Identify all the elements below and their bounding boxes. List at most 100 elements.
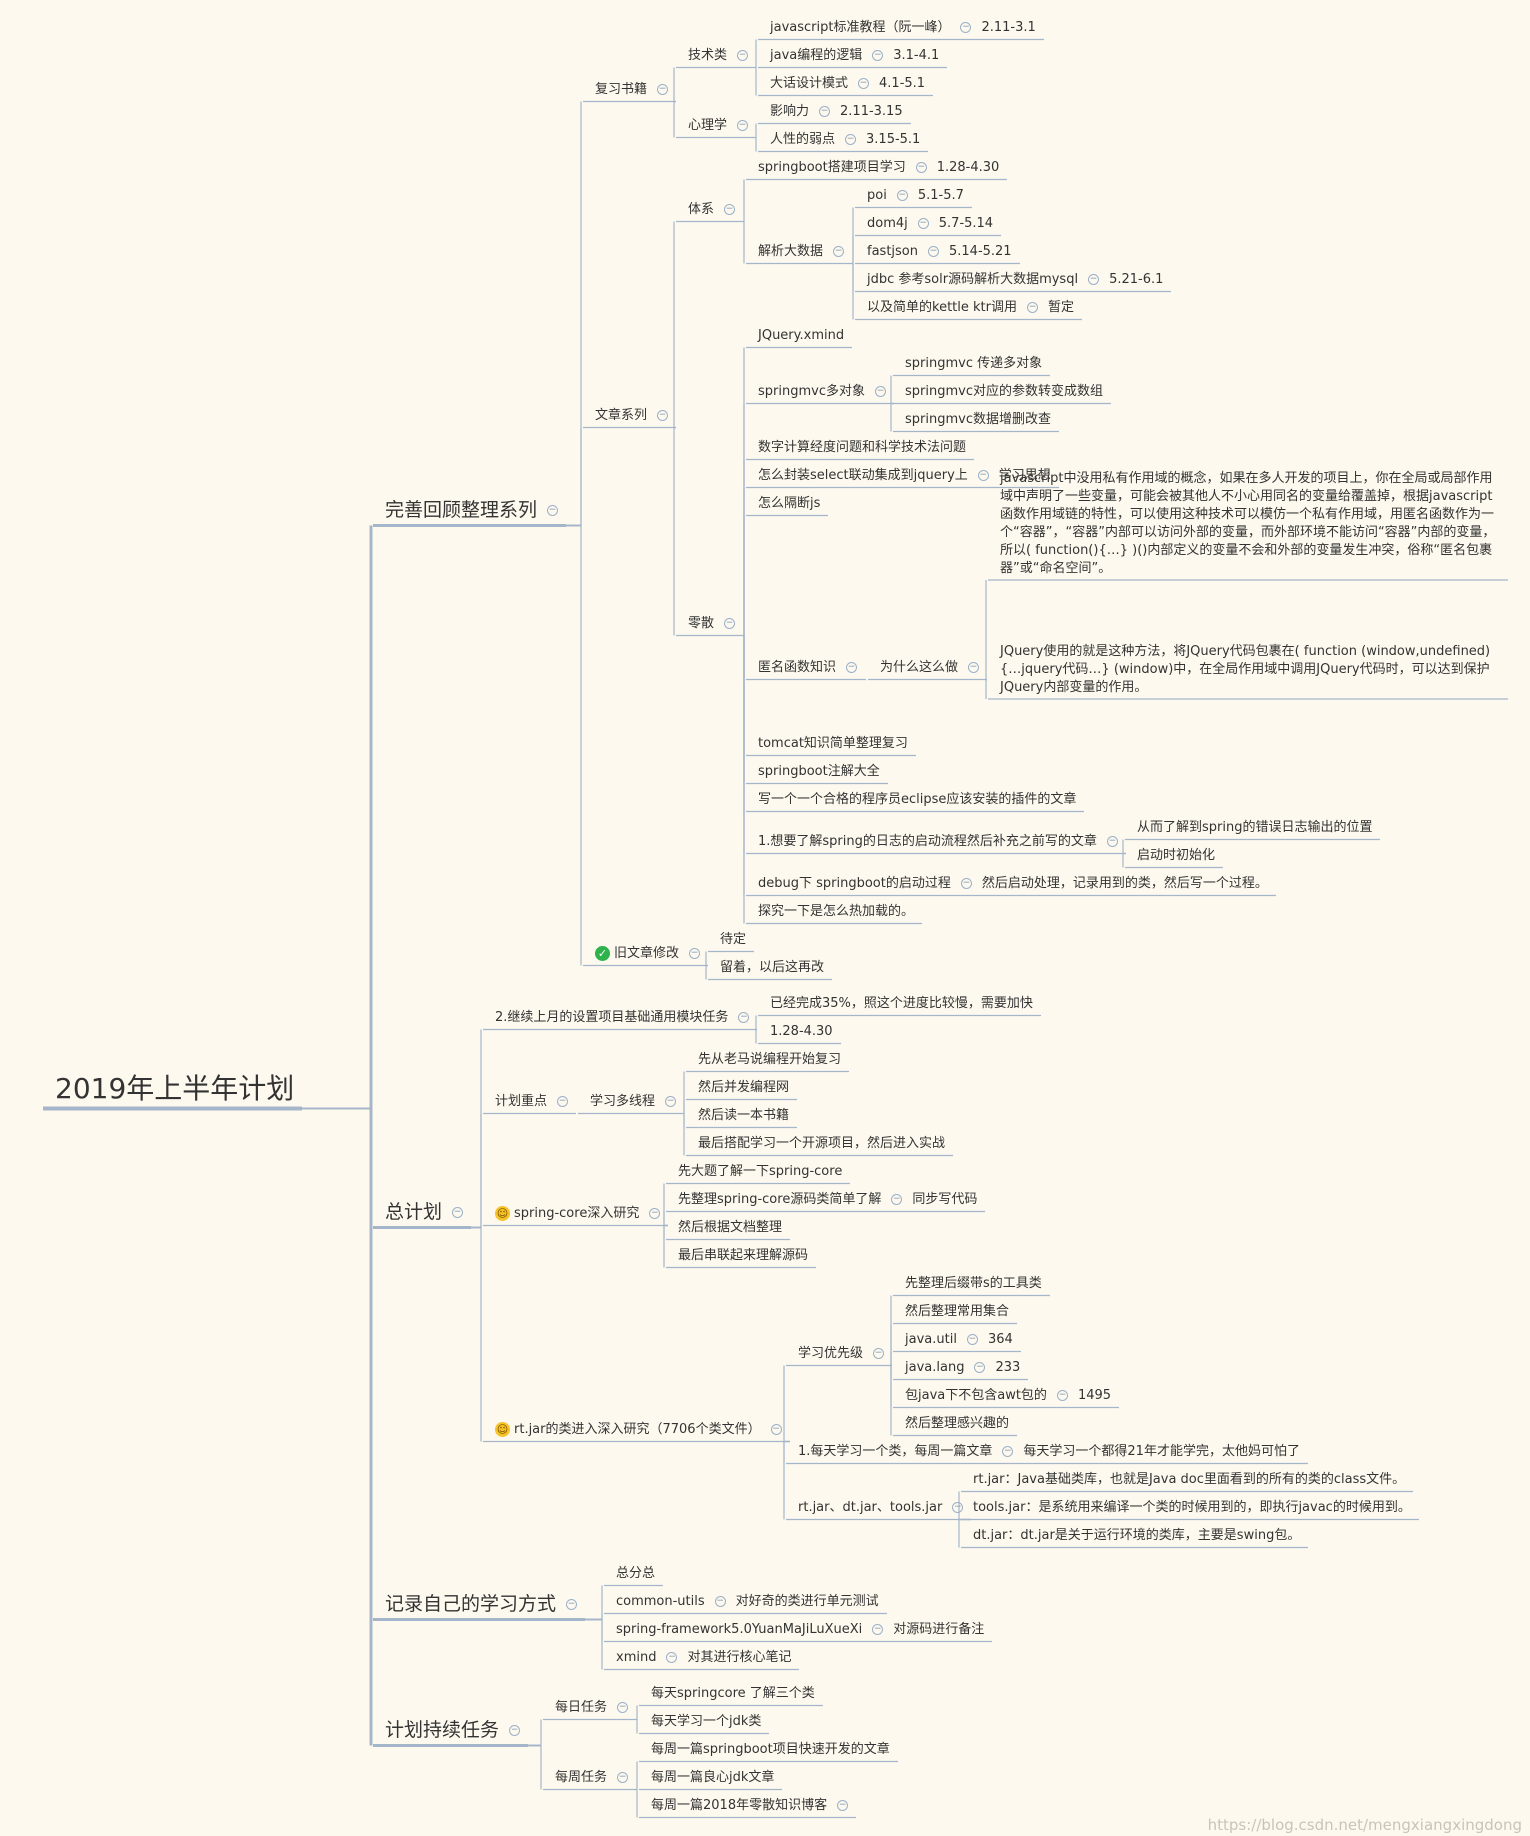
node-r3[interactable]: spring-framework5.0YuanMaJiLuXueXi−对源码进行… xyxy=(616,1621,984,1640)
collapse-toggle-icon[interactable]: − xyxy=(960,878,972,889)
node-t4a5[interactable]: 包java下不包含awt包的−1495 xyxy=(905,1387,1111,1406)
node-p3[interactable]: fastjson−5.14-5.21 xyxy=(867,243,1012,262)
node-s2[interactable]: 零散− xyxy=(688,615,736,634)
collapse-toggle-icon[interactable]: − xyxy=(566,1598,578,1610)
node-z12[interactable]: 探究一下是怎么热加载的。 xyxy=(758,903,914,922)
node-z6a2[interactable]: JQuery使用的就是这种方法，将JQuery代码包裹在( function (… xyxy=(1000,643,1500,697)
node-t2a4[interactable]: 最后搭配学习一个开源项目，然后进入实战 xyxy=(698,1135,945,1154)
node-t4c2[interactable]: tools.jar：是系统用来编译一个类的时候用到的，即执行javac的时候用到… xyxy=(973,1499,1411,1518)
node-t4a1[interactable]: 先整理后缀带s的工具类 xyxy=(905,1275,1042,1294)
node-p2[interactable]: dom4j−5.7-5.14 xyxy=(867,215,993,234)
node-p1[interactable]: poi−5.1-5.7 xyxy=(867,187,964,206)
node-m1c[interactable]: ✓旧文章修改− xyxy=(595,945,701,964)
node-z4[interactable]: 怎么封装select联动集成到jquery上−学习思想 xyxy=(758,467,1051,486)
collapse-toggle-icon[interactable]: − xyxy=(1106,836,1118,847)
collapse-toggle-icon[interactable]: − xyxy=(837,1800,849,1811)
collapse-toggle-icon[interactable]: − xyxy=(714,1596,726,1607)
node-z8[interactable]: springboot注解大全 xyxy=(758,763,880,782)
node-p4[interactable]: jdbc 参考solr源码解析大数据mysql−5.21-6.1 xyxy=(867,271,1163,290)
collapse-toggle-icon[interactable]: − xyxy=(452,1206,464,1218)
collapse-toggle-icon[interactable]: − xyxy=(977,470,989,481)
collapse-toggle-icon[interactable]: − xyxy=(896,190,908,201)
node-t4c[interactable]: rt.jar、dt.jar、tools.jar− xyxy=(798,1499,964,1518)
node-t2a1[interactable]: 先从老马说编程开始复习 xyxy=(698,1051,841,1070)
node-z9[interactable]: 写一个一个合格的程序员eclipse应该安装的插件的文章 xyxy=(758,791,1076,810)
node-s1a[interactable]: springboot搭建项目学习−1.28-4.30 xyxy=(758,159,999,178)
node-z6[interactable]: 匿名函数知识− xyxy=(758,659,858,678)
node-t3b[interactable]: 先整理spring-core源码类简单了解−同步写代码 xyxy=(678,1191,977,1210)
node-s1[interactable]: 体系− xyxy=(688,201,736,220)
collapse-toggle-icon[interactable]: − xyxy=(858,78,870,89)
node-m1[interactable]: 完善回顾整理系列− xyxy=(385,497,559,524)
collapse-toggle-icon[interactable]: − xyxy=(968,662,980,673)
node-t4a4[interactable]: java.lang−233 xyxy=(905,1359,1020,1378)
node-root[interactable]: 2019年上半年计划 xyxy=(55,1070,294,1107)
node-s1b[interactable]: 解析大数据− xyxy=(758,243,845,262)
collapse-toggle-icon[interactable]: − xyxy=(891,1194,903,1205)
collapse-toggle-icon[interactable]: − xyxy=(547,504,559,516)
collapse-toggle-icon[interactable]: − xyxy=(617,1702,629,1713)
collapse-toggle-icon[interactable]: − xyxy=(872,1624,884,1635)
node-r4[interactable]: xmind−对其进行核心笔记 xyxy=(616,1649,791,1668)
node-z10[interactable]: 1.想要了解spring的日志的启动流程然后补充之前写的文章− xyxy=(758,833,1118,852)
collapse-toggle-icon[interactable]: − xyxy=(1056,1390,1068,1401)
node-m1b[interactable]: 文章系列− xyxy=(595,407,669,426)
node-z1[interactable]: JQuery.xmind xyxy=(758,327,844,346)
node-t3[interactable]: ☺spring-core深入研究− xyxy=(495,1205,661,1224)
collapse-toggle-icon[interactable]: − xyxy=(724,204,736,215)
collapse-toggle-icon[interactable]: − xyxy=(952,1502,964,1513)
node-m3[interactable]: 记录自己的学习方式− xyxy=(385,1591,578,1618)
collapse-toggle-icon[interactable]: − xyxy=(689,948,701,959)
node-z3[interactable]: 数字计算经度问题和科学技术法问题 xyxy=(758,439,966,458)
collapse-toggle-icon[interactable]: − xyxy=(666,1652,678,1663)
node-o2[interactable]: 留着，以后这再改 xyxy=(720,959,824,978)
collapse-toggle-icon[interactable]: − xyxy=(737,50,749,61)
node-d2c[interactable]: 每周一篇2018年零散知识博客− xyxy=(651,1797,849,1816)
node-m4[interactable]: 计划持续任务− xyxy=(385,1717,521,1744)
node-r1[interactable]: 总分总 xyxy=(616,1565,655,1584)
node-d1a[interactable]: 每天springcore 了解三个类 xyxy=(651,1685,815,1704)
collapse-toggle-icon[interactable]: − xyxy=(770,1424,782,1435)
node-r2[interactable]: common-utils−对好奇的类进行单元测试 xyxy=(616,1593,879,1612)
node-d1b[interactable]: 每天学习一个jdk类 xyxy=(651,1713,761,1732)
node-b2[interactable]: java编程的逻辑−3.1-4.1 xyxy=(770,47,939,66)
node-t3a[interactable]: 先大题了解一下spring-core xyxy=(678,1163,842,1182)
collapse-toggle-icon[interactable]: − xyxy=(819,106,831,117)
node-t1a[interactable]: 已经完成35%，照这个进度比较慢，需要加快 xyxy=(770,995,1033,1014)
node-b5[interactable]: 人性的弱点−3.15-5.1 xyxy=(770,131,920,150)
node-z11[interactable]: debug下 springboot的启动过程−然后启动处理，记录用到的类，然后写… xyxy=(758,875,1268,894)
collapse-toggle-icon[interactable]: − xyxy=(1002,1446,1014,1457)
collapse-toggle-icon[interactable]: − xyxy=(845,134,857,145)
node-t4b[interactable]: 1.每天学习一个类，每周一篇文章−每天学习一个都得21年才能学完，太他妈可怕了 xyxy=(798,1443,1300,1462)
collapse-toggle-icon[interactable]: − xyxy=(509,1724,521,1736)
node-t2a2[interactable]: 然后并发编程网 xyxy=(698,1079,789,1098)
node-m1a[interactable]: 复习书籍− xyxy=(595,81,669,100)
node-d2[interactable]: 每周任务− xyxy=(555,1769,629,1788)
collapse-toggle-icon[interactable]: − xyxy=(928,246,939,257)
node-t4a2[interactable]: 然后整理常用集合 xyxy=(905,1303,1009,1322)
collapse-toggle-icon[interactable]: − xyxy=(657,410,669,421)
node-z2c[interactable]: springmvc数据增删改查 xyxy=(905,411,1051,430)
node-t4c3[interactable]: dt.jar：dt.jar是关于运行环境的类库，主要是swing包。 xyxy=(973,1527,1300,1546)
collapse-toggle-icon[interactable]: − xyxy=(1088,274,1100,285)
node-p5[interactable]: 以及简单的kettle ktr调用−暂定 xyxy=(867,299,1074,318)
node-z2b[interactable]: springmvc对应的参数转变成数组 xyxy=(905,383,1103,402)
node-b3[interactable]: 大话设计模式−4.1-5.1 xyxy=(770,75,925,94)
collapse-toggle-icon[interactable]: − xyxy=(873,1348,885,1359)
collapse-toggle-icon[interactable]: − xyxy=(737,120,749,131)
collapse-toggle-icon[interactable]: − xyxy=(617,1772,629,1783)
node-z6a[interactable]: 为什么这么做− xyxy=(880,659,980,678)
node-z6a1[interactable]: javascript中没用私有作用域的概念，如果在多人开发的项目上，你在全局或局… xyxy=(1000,470,1500,578)
node-m1a1[interactable]: 技术类− xyxy=(688,47,749,66)
node-d2b[interactable]: 每周一篇良心jdk文章 xyxy=(651,1769,774,1788)
node-z5[interactable]: 怎么隔断js xyxy=(758,495,820,514)
collapse-toggle-icon[interactable]: − xyxy=(846,662,858,673)
node-t4[interactable]: ☺rt.jar的类进入深入研究（7706个类文件）− xyxy=(495,1421,782,1440)
collapse-toggle-icon[interactable]: − xyxy=(649,1208,661,1219)
collapse-toggle-icon[interactable]: − xyxy=(833,246,845,257)
collapse-toggle-icon[interactable]: − xyxy=(917,218,929,229)
node-t3d[interactable]: 最后串联起来理解源码 xyxy=(678,1247,808,1266)
node-z10b[interactable]: 启动时初始化 xyxy=(1137,847,1215,866)
node-t4a6[interactable]: 然后整理感兴趣的 xyxy=(905,1415,1009,1434)
collapse-toggle-icon[interactable]: − xyxy=(665,1096,677,1107)
